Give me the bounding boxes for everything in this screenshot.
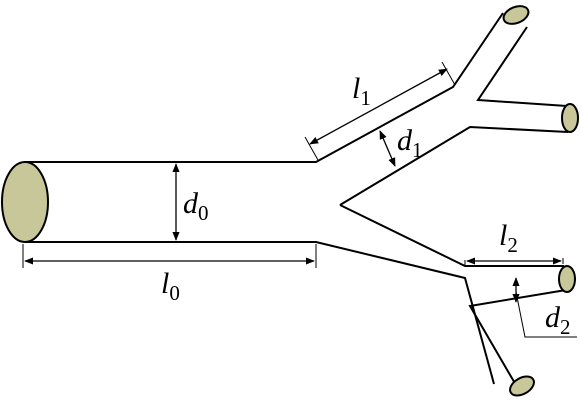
trunk-bottom-wall [25, 241, 495, 385]
lower-branch-inner-wall [468, 289, 567, 393]
lower-branch-bottom-end-cap [509, 375, 535, 397]
d1-arrow [379, 130, 396, 167]
dimension-d1 [379, 130, 396, 167]
trunk-top-wall [25, 12, 504, 163]
dimension-d2 [512, 277, 577, 338]
label-l2: l2 [499, 219, 518, 257]
label-d0: d0 [183, 187, 209, 225]
dimension-l1 [304, 61, 456, 161]
upper-branch-top-end-cap [502, 5, 530, 25]
upper-branch-lower-wall [339, 125, 569, 206]
label-d1: d1 [397, 124, 423, 162]
lower-branch-right-end-cap [558, 265, 576, 293]
upper-branch-right-end-cap [561, 103, 579, 133]
label-l1: l1 [352, 72, 371, 110]
dimension-l2 [464, 257, 564, 266]
dimension-l0 [22, 244, 317, 268]
upper-branch-inner-wall [476, 26, 568, 107]
vessel-end-caps [1, 5, 579, 397]
vessel-outline [25, 12, 569, 393]
label-d2: d2 [545, 301, 571, 339]
l1-arrow [309, 68, 448, 145]
trunk-end-cap [1, 161, 49, 243]
d2-leader [515, 291, 577, 338]
label-l0: l0 [161, 267, 180, 305]
